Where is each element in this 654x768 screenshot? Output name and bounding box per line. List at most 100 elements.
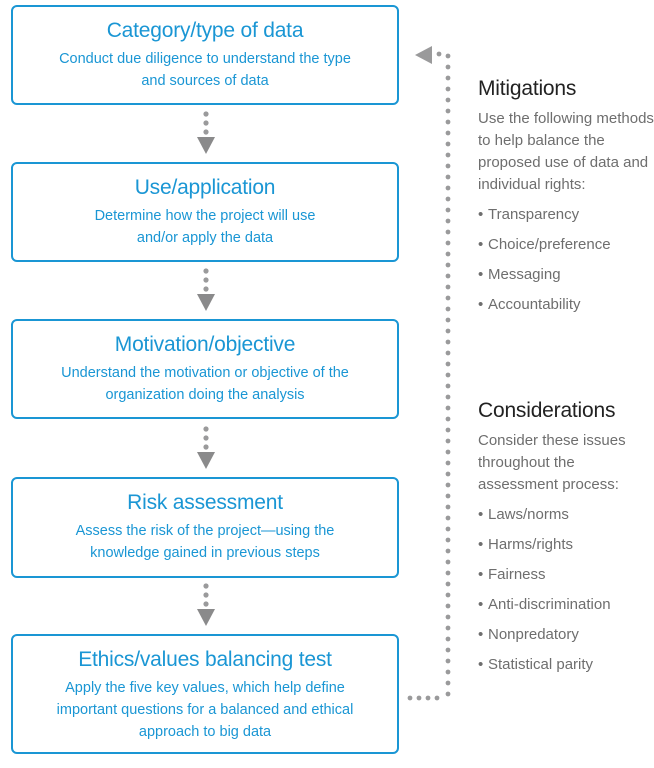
loop-dot	[445, 229, 451, 235]
loop-dot	[434, 695, 440, 701]
loop-dot	[445, 141, 451, 147]
loop-dot	[445, 625, 451, 631]
loop-dot	[445, 614, 451, 620]
connector-dot	[203, 601, 209, 607]
loop-dot	[445, 570, 451, 576]
loop-dot	[407, 695, 413, 701]
step-box-category: Category/type of data Conduct due dilige…	[11, 5, 399, 105]
step-box-motivation: Motivation/objective Understand the moti…	[11, 319, 399, 419]
loop-dot	[425, 695, 431, 701]
step-title: Ethics/values balancing test	[78, 648, 332, 671]
bullet-icon: •	[478, 296, 484, 313]
bullet-icon: •	[478, 656, 484, 673]
bullet-icon: •	[478, 506, 484, 523]
connector-dot	[203, 592, 209, 598]
mitigations-panel: Mitigations Use the following methods to…	[478, 76, 654, 320]
loop-dot	[445, 339, 451, 345]
down-arrow-connector	[197, 426, 215, 469]
list-item: •Statistical parity	[478, 650, 654, 680]
bullet-icon: •	[478, 566, 484, 583]
loop-dot	[445, 405, 451, 411]
connector-dot	[203, 583, 209, 589]
list-item: •Harms/rights	[478, 530, 654, 560]
loop-dot	[445, 295, 451, 301]
loop-dot	[445, 691, 451, 697]
loop-dot	[445, 581, 451, 587]
list-item: •Messaging	[478, 260, 654, 290]
loop-dot	[445, 207, 451, 213]
bullet-icon: •	[478, 536, 484, 553]
loop-dot	[445, 438, 451, 444]
loop-dot	[445, 361, 451, 367]
connector-dot	[203, 120, 209, 126]
loop-dot	[445, 537, 451, 543]
step-description: Apply the five key values, which help de…	[56, 680, 354, 740]
step-title: Risk assessment	[127, 491, 283, 514]
down-arrow-connector	[197, 583, 215, 626]
loop-dot	[445, 449, 451, 455]
loop-dot	[416, 695, 422, 701]
list-item: •Choice/preference	[478, 230, 654, 260]
loop-dot	[445, 152, 451, 158]
loop-dot	[445, 383, 451, 389]
loop-dot	[445, 515, 451, 521]
mitigations-heading: Mitigations	[478, 77, 577, 100]
considerations-heading: Considerations	[478, 399, 616, 422]
loop-dot	[445, 680, 451, 686]
loop-dot	[445, 526, 451, 532]
loop-dot	[445, 328, 451, 334]
list-item: •Anti-discrimination	[478, 590, 654, 620]
loop-dot	[445, 493, 451, 499]
bullet-icon: •	[478, 626, 484, 643]
loop-dot	[445, 603, 451, 609]
loop-dot	[445, 86, 451, 92]
down-arrow-icon	[197, 452, 215, 469]
loop-dot	[445, 262, 451, 268]
connector-dot	[203, 444, 209, 450]
bullet-icon: •	[478, 266, 484, 283]
loop-dot	[445, 53, 451, 59]
loop-dot	[445, 394, 451, 400]
step-description: Determine how the project will use and/o…	[94, 208, 316, 246]
loop-dot	[445, 75, 451, 81]
connector-dot	[203, 129, 209, 135]
step-title: Motivation/objective	[114, 333, 296, 356]
step-box-risk: Risk assessment Assess the risk of the p…	[11, 477, 399, 578]
down-arrow-icon	[197, 609, 215, 626]
loop-dot	[445, 658, 451, 664]
loop-dot	[445, 460, 451, 466]
loop-dot	[445, 427, 451, 433]
step-title: Category/type of data	[106, 19, 304, 42]
connector-dot	[203, 277, 209, 283]
step-box-use: Use/application Determine how the projec…	[11, 162, 399, 262]
loop-dot	[436, 51, 442, 57]
list-item: •Accountability	[478, 290, 654, 320]
list-item: •Laws/norms	[478, 500, 654, 530]
loop-dot	[445, 471, 451, 477]
feedback-arrow-head-icon	[415, 46, 432, 64]
loop-dot	[445, 350, 451, 356]
connector-dot	[203, 435, 209, 441]
step-description: Understand the motivation or objective o…	[61, 365, 349, 403]
loop-dot	[445, 636, 451, 642]
loop-dot	[445, 669, 451, 675]
loop-dot	[445, 548, 451, 554]
mitigations-intro: Use the following methods to help balanc…	[478, 110, 654, 193]
list-item: •Fairness	[478, 560, 654, 590]
considerations-panel: Considerations Consider these issues thr…	[478, 398, 654, 680]
loop-dot	[445, 416, 451, 422]
feedback-loop-dots	[407, 51, 451, 701]
loop-dot	[445, 196, 451, 202]
loop-dot	[445, 163, 451, 169]
down-arrow-icon	[197, 294, 215, 311]
loop-dot	[445, 174, 451, 180]
list-item: •Transparency	[478, 200, 654, 230]
loop-dot	[445, 218, 451, 224]
loop-dot	[445, 97, 451, 103]
loop-dot	[445, 504, 451, 510]
loop-dot	[445, 251, 451, 257]
bullet-icon: •	[478, 236, 484, 253]
down-arrow-connector	[197, 111, 215, 154]
loop-dot	[445, 317, 451, 323]
